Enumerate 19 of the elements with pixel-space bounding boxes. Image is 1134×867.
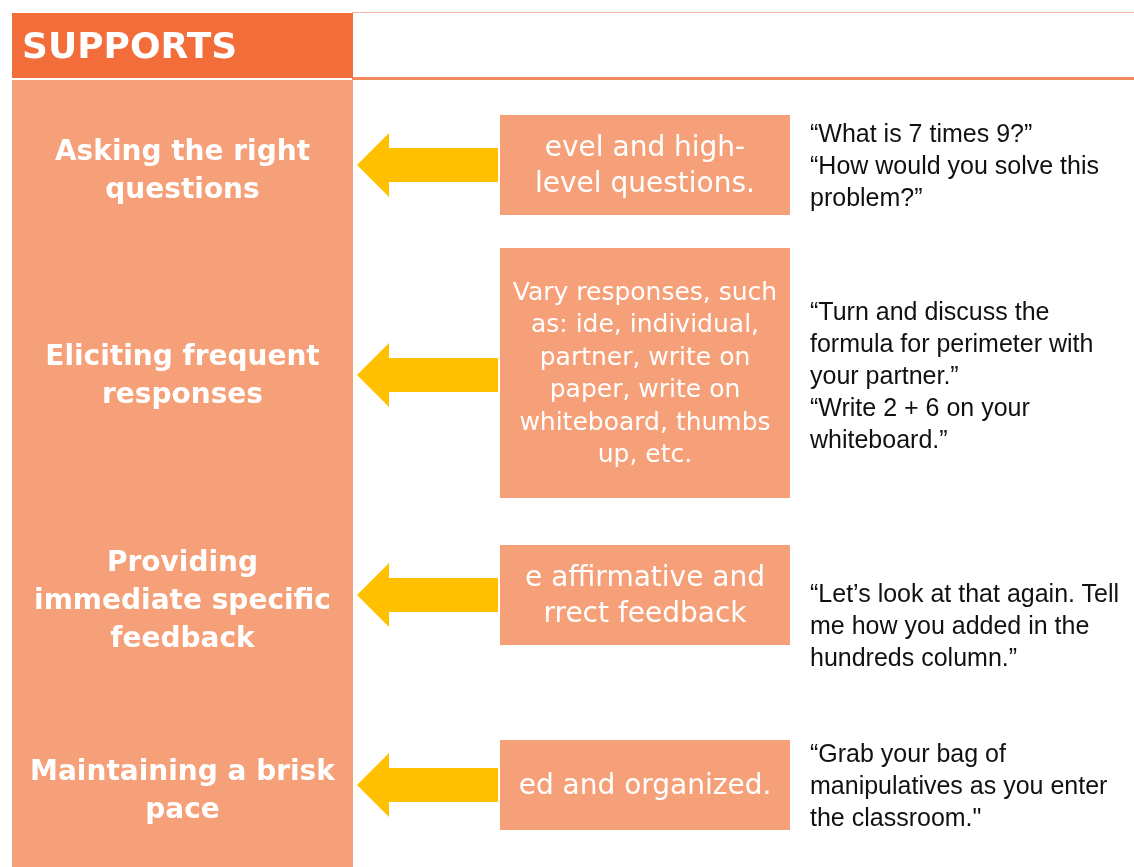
support-heading: Providing immediate specific feedback xyxy=(12,530,353,670)
example-quote: “Turn and discuss the formula for perimeter with your partner.” xyxy=(810,296,1095,391)
example-quote: “Write 2 + 6 on your whiteboard.” xyxy=(810,392,1031,455)
strategy-box: evel and high-level questions. xyxy=(500,115,790,215)
strategy-box: Vary responses, such as: ide, individual, partner, write on paper, write on whiteboard, thumbs up, etc. xyxy=(500,248,790,498)
block-arrow xyxy=(357,753,498,817)
block-arrow xyxy=(357,343,498,407)
strategy-box: e affirmative and rrect feedback xyxy=(500,545,790,645)
block-arrow xyxy=(357,563,498,627)
support-heading: Maintaining a brisk pace xyxy=(12,730,353,850)
support-heading: Eliciting frequent responses xyxy=(12,310,353,440)
example-quote: “Let’s look at that again. Tell me how you added in the hundreds column.” xyxy=(810,578,1120,673)
example-quote: “How would you solve this problem?” xyxy=(810,150,1100,213)
example-quote: “What is 7 times 9?” xyxy=(810,118,1034,149)
support-heading: Asking the right questions xyxy=(12,110,353,230)
title-banner: SUPPORTS xyxy=(12,13,353,78)
strategy-box: ed and organized. xyxy=(500,740,790,830)
example-quote: “Grab your bag of manipulatives as you enter the classroom." xyxy=(810,738,1109,833)
block-arrow xyxy=(357,133,498,197)
